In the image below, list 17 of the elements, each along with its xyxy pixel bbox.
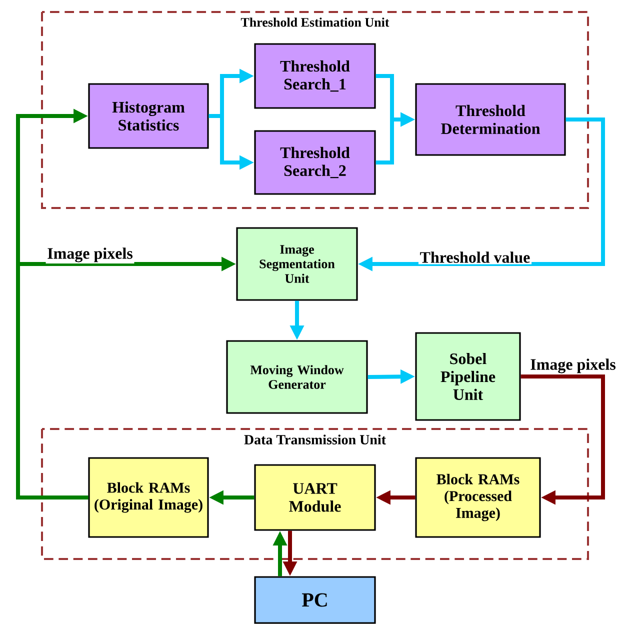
process-box: Image Segmentation Unit	[236, 227, 358, 301]
process-box: Moving Window Generator	[226, 340, 368, 414]
arrow	[520, 374, 605, 505]
process-box: Threshold Search_2	[254, 130, 376, 195]
process-box: Threshold Search_1	[254, 43, 376, 109]
group-heading: Data Transmission Unit	[244, 434, 386, 444]
process-box: Histogram Statistics	[88, 83, 209, 149]
edge-label: Image pixels	[528, 357, 618, 375]
process-box: Threshold Determination	[415, 83, 566, 156]
process-box: PC	[254, 576, 376, 624]
process-box: Sobel Pipeline Unit	[415, 332, 521, 421]
process-box: Block RAMs (Original Image)	[88, 457, 209, 538]
edge-label: Image pixels	[46, 246, 134, 264]
process-box: Block RAMs (Processed Image)	[415, 457, 541, 538]
edge-label: Threshold value	[418, 250, 532, 264]
process-box: UART Module	[254, 464, 376, 531]
group-heading: Threshold Estimation Unit	[240, 18, 390, 27]
